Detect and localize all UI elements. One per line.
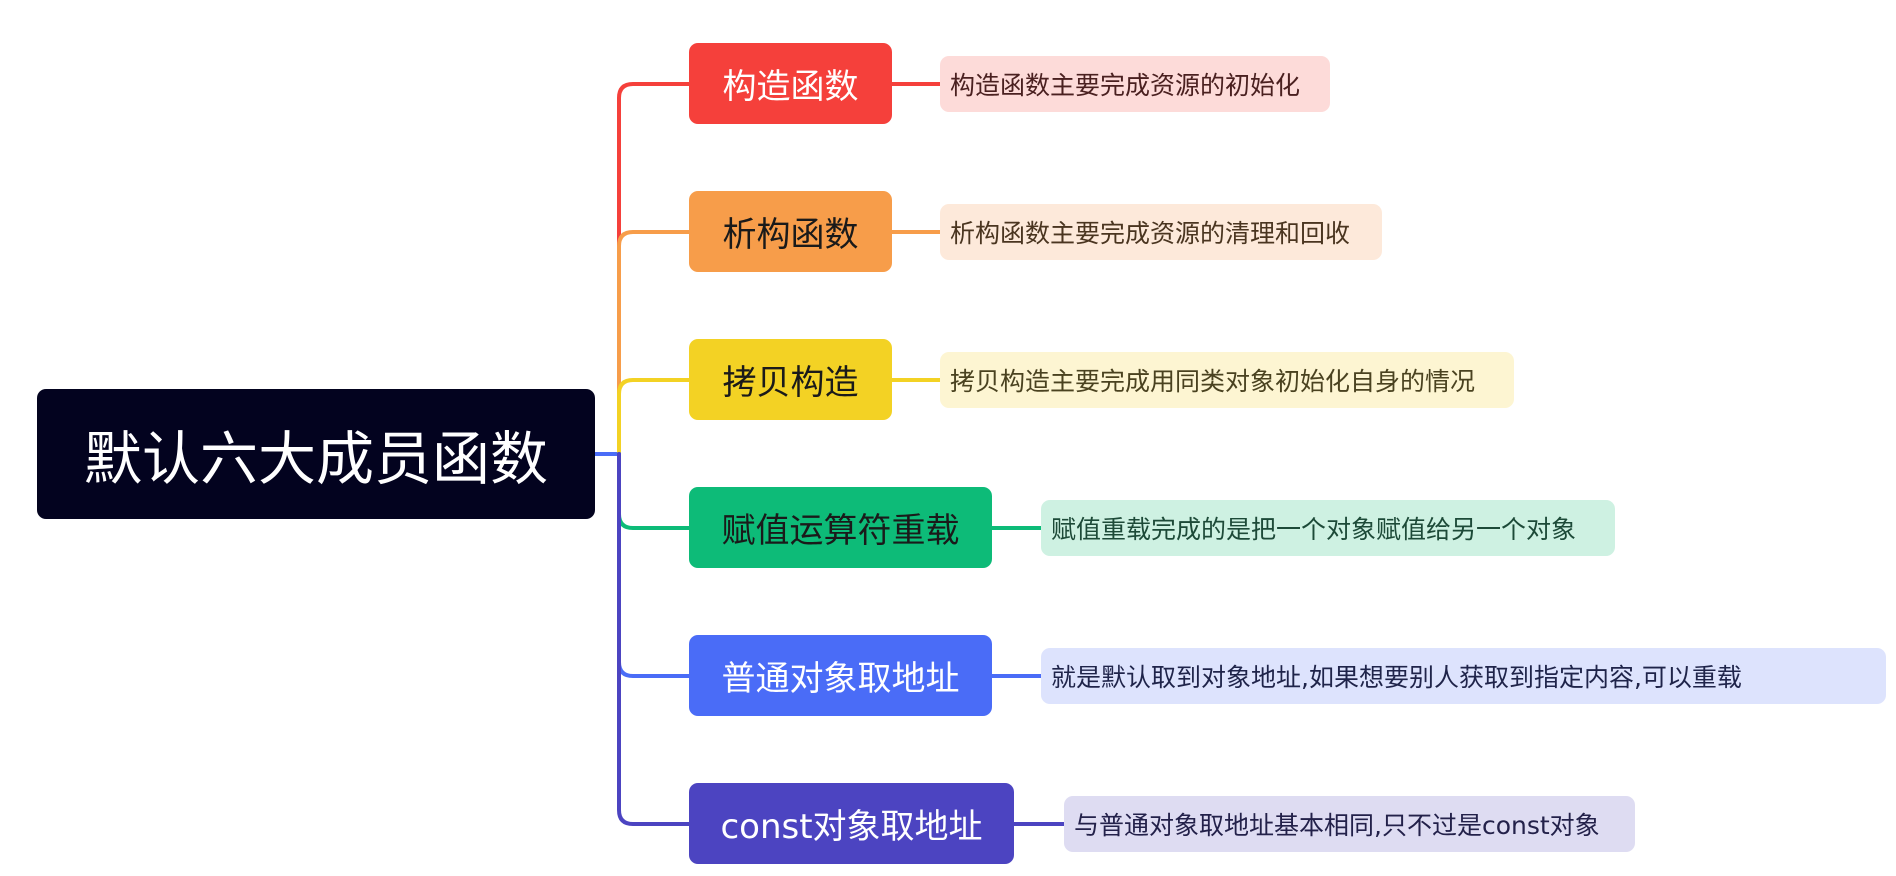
branch-topic-constructor[interactable]: 构造函数 — [689, 43, 892, 124]
note-text: 与普通对象取地址基本相同,只不过是const对象 — [1074, 811, 1600, 840]
branch-connector — [617, 378, 691, 456]
note-assignment-overload[interactable]: 赋值重载完成的是把一个对象赋值给另一个对象 — [1041, 500, 1615, 556]
branch-connector — [617, 452, 691, 826]
note-address-of[interactable]: 就是默认取到对象地址,如果想要别人获取到指定内容,可以重载 — [1041, 648, 1886, 704]
note-constructor[interactable]: 构造函数主要完成资源的初始化 — [940, 56, 1330, 112]
note-text: 赋值重载完成的是把一个对象赋值给另一个对象 — [1051, 515, 1577, 544]
note-destructor[interactable]: 析构函数主要完成资源的清理和回收 — [940, 204, 1382, 260]
branch-connector — [617, 230, 691, 456]
branch-topic-const-address-of[interactable]: const对象取地址 — [689, 783, 1014, 864]
branch-connector — [617, 452, 691, 530]
note-text: 就是默认取到对象地址,如果想要别人获取到指定内容,可以重载 — [1051, 663, 1742, 692]
branch-topic-label: const对象取地址 — [720, 807, 983, 847]
branch-topic-label: 构造函数 — [722, 67, 859, 107]
note-text: 析构函数主要完成资源的清理和回收 — [950, 219, 1351, 248]
branch-topic-label: 拷贝构造 — [722, 363, 859, 403]
root-topic-label: 默认六大成员函数 — [83, 425, 548, 493]
note-const-address-of[interactable]: 与普通对象取地址基本相同,只不过是const对象 — [1064, 796, 1635, 852]
note-text: 构造函数主要完成资源的初始化 — [950, 71, 1301, 100]
branch-topic-label: 析构函数 — [722, 215, 859, 255]
branch-topic-copy-constructor[interactable]: 拷贝构造 — [689, 339, 892, 420]
branch-topic-destructor[interactable]: 析构函数 — [689, 191, 892, 272]
note-text: 拷贝构造主要完成用同类对象初始化自身的情况 — [950, 367, 1476, 396]
branch-connector — [617, 82, 691, 456]
branch-topic-assignment-overload[interactable]: 赋值运算符重载 — [689, 487, 992, 568]
root-topic[interactable]: 默认六大成员函数 — [37, 389, 595, 519]
branch-connector — [617, 452, 691, 678]
branch-topic-address-of[interactable]: 普通对象取地址 — [689, 635, 992, 716]
note-copy-constructor[interactable]: 拷贝构造主要完成用同类对象初始化自身的情况 — [940, 352, 1514, 408]
branch-topic-label: 赋值运算符重载 — [721, 511, 960, 551]
branch-topic-label: 普通对象取地址 — [721, 659, 960, 699]
